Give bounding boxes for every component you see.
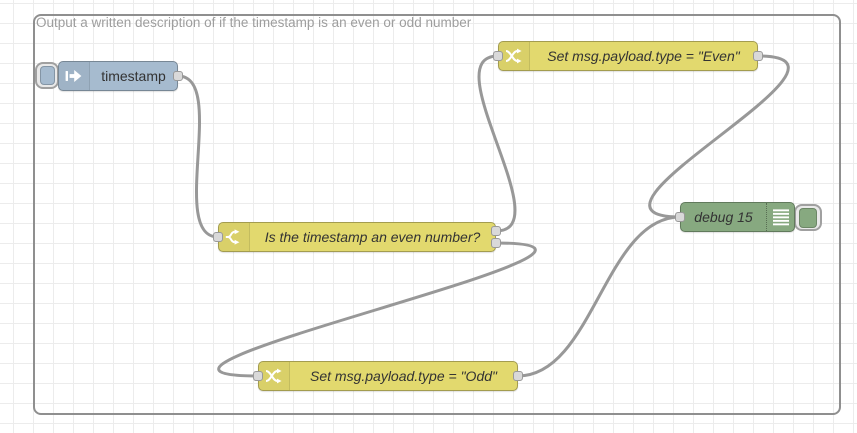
debug-toggle-button[interactable] bbox=[794, 204, 822, 231]
switch-output-port-1[interactable] bbox=[491, 226, 501, 236]
debug-toggle-button-face bbox=[799, 207, 817, 228]
node-label: Set msg.payload.type = "Odd" bbox=[310, 368, 497, 384]
node-debug[interactable]: debug 15 bbox=[680, 202, 795, 232]
inject-trigger-button-face bbox=[39, 66, 55, 85]
change-even-output-port[interactable] bbox=[753, 51, 763, 61]
comment-node[interactable]: Output a written description of if the t… bbox=[36, 15, 472, 30]
node-inject-timestamp[interactable]: timestamp bbox=[58, 61, 178, 91]
change-odd-output-port[interactable] bbox=[513, 371, 523, 381]
wire-change-even-to-debug[interactable] bbox=[648, 54, 790, 219]
switch-input-port[interactable] bbox=[213, 232, 223, 242]
wire-change-odd-to-debug[interactable] bbox=[516, 215, 682, 378]
switch-output-port-2[interactable] bbox=[491, 238, 501, 248]
node-label: timestamp bbox=[101, 68, 166, 84]
debug-input-port[interactable] bbox=[675, 212, 685, 222]
change-icon bbox=[499, 42, 530, 70]
switch-icon bbox=[219, 223, 250, 251]
change-icon bbox=[259, 362, 290, 390]
wire-switch-to-change-odd[interactable] bbox=[217, 241, 537, 378]
inject-icon bbox=[59, 62, 90, 90]
inject-output-port[interactable] bbox=[173, 71, 183, 81]
node-label: Is the timestamp an even number? bbox=[264, 229, 481, 245]
wire-inject-to-switch[interactable] bbox=[176, 74, 220, 239]
node-label: debug 15 bbox=[694, 209, 753, 225]
node-change-odd[interactable]: Set msg.payload.type = "Odd" bbox=[258, 361, 518, 391]
node-switch[interactable]: Is the timestamp an even number? bbox=[218, 222, 496, 252]
change-even-input-port[interactable] bbox=[493, 51, 503, 61]
wire-switch-to-change-even[interactable] bbox=[477, 54, 517, 233]
inject-trigger-button[interactable] bbox=[35, 62, 59, 89]
change-odd-input-port[interactable] bbox=[253, 371, 263, 381]
debug-console-icon bbox=[766, 203, 794, 231]
node-label: Set msg.payload.type = "Even" bbox=[547, 48, 740, 64]
node-change-even[interactable]: Set msg.payload.type = "Even" bbox=[498, 41, 758, 71]
